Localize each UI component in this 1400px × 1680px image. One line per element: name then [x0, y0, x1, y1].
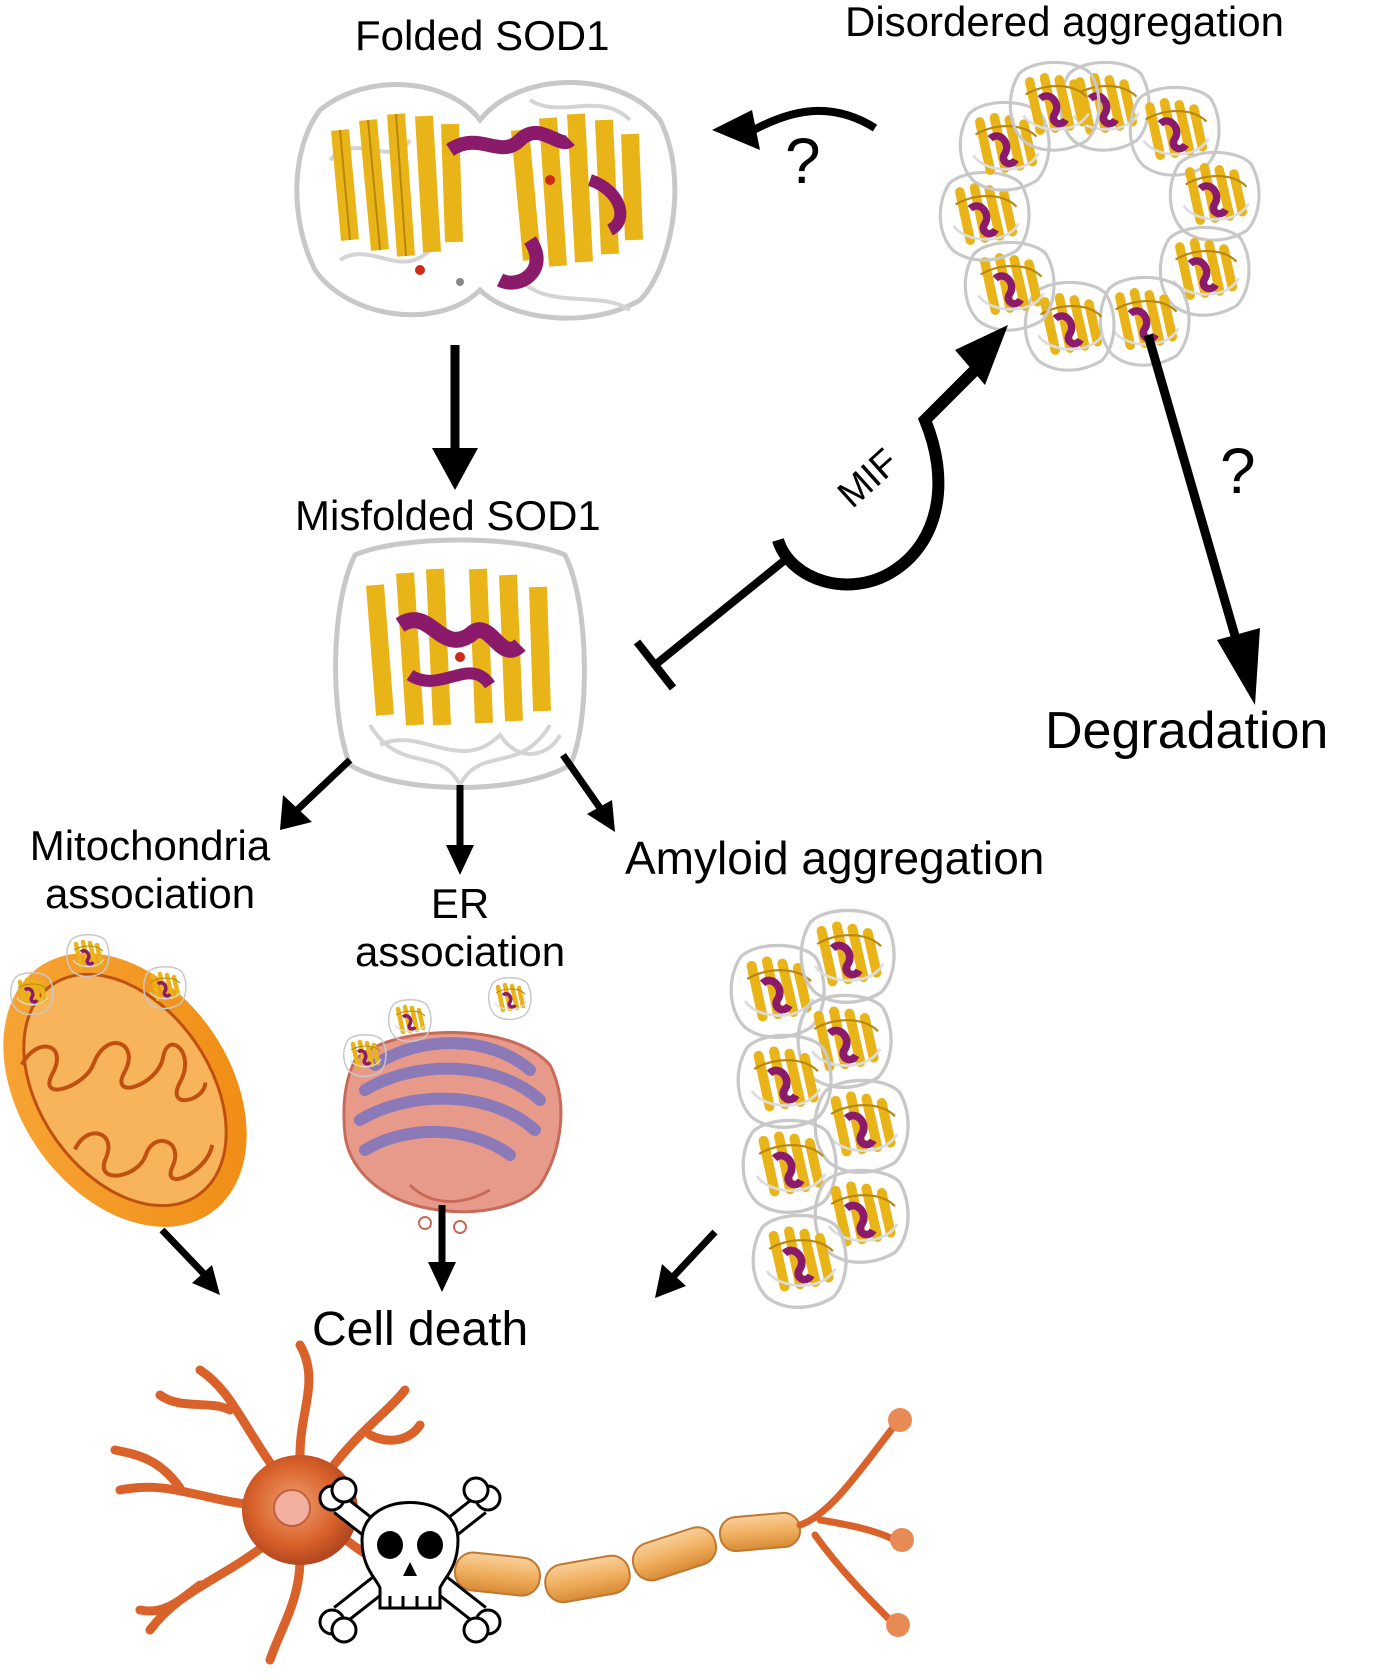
arrow-to-amyloid	[560, 752, 603, 811]
skull-crossbones-icon	[318, 1476, 502, 1644]
label-amyloid-aggregation: Amyloid aggregation	[625, 832, 1045, 884]
label-folded-sod1: Folded SOD1	[355, 12, 610, 59]
mitochondrion-icon	[3, 953, 247, 1227]
arrow-disordered-to-degradation	[1143, 333, 1247, 662]
misfolded-sod1-structure-icon	[333, 537, 587, 790]
arrow-disordered-to-folded	[748, 106, 878, 136]
endoplasmic-reticulum-icon	[342, 1031, 563, 1234]
label-er-line1: ER	[430, 880, 490, 927]
question-mark-refold: ?	[785, 125, 821, 197]
inhibition-bar	[633, 639, 677, 691]
neuron-icon	[110, 1340, 914, 1665]
arrow-to-mitochondria	[292, 757, 353, 815]
label-er-line2: association	[354, 928, 566, 976]
label-degradation: Degradation	[1045, 702, 1329, 760]
arrows-layer	[159, 106, 1260, 1298]
disordered-aggregate-icon	[940, 62, 1259, 370]
folded-sod1-structure-icon	[294, 80, 678, 321]
sod1-on-er-icon	[489, 978, 531, 1020]
label-disordered-aggregation: Disordered aggregation	[845, 0, 1284, 45]
arrow-amyloid-to-death	[669, 1229, 718, 1281]
arrow-mito-to-death	[159, 1227, 208, 1278]
label-mitochondria-association: Mitochondria association	[0, 822, 300, 919]
label-mitochondria-line2: association	[44, 870, 256, 918]
label-er-association: ER association	[330, 880, 590, 977]
label-mitochondria-line1: Mitochondria	[29, 822, 271, 869]
label-cell-death: Cell death	[312, 1303, 529, 1356]
mif-arc-arrow	[772, 355, 990, 591]
question-mark-degradation: ?	[1220, 435, 1256, 507]
label-misfolded-sod1: Misfolded SOD1	[295, 492, 601, 539]
amyloid-fibril-icon	[731, 910, 908, 1307]
mif-inhibition-line	[652, 556, 788, 669]
